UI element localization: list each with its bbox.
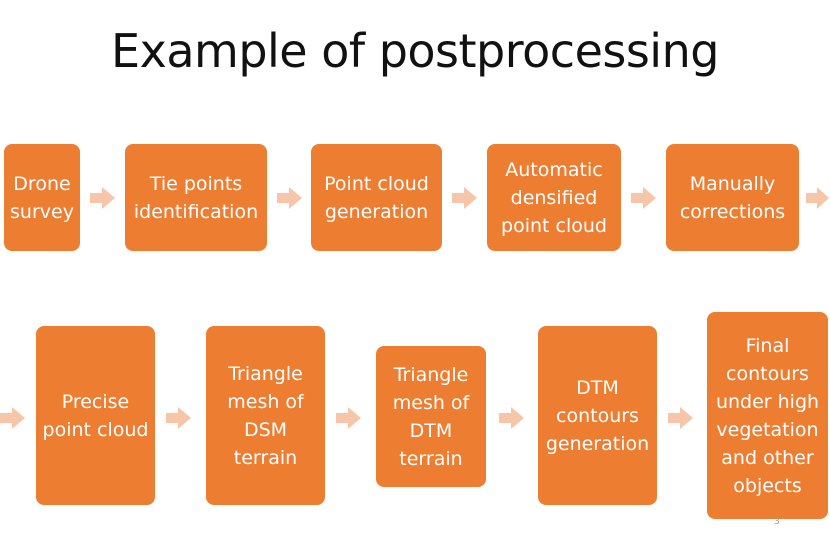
arrow-right-icon	[668, 405, 694, 431]
arrow-right-icon	[166, 405, 192, 431]
arrow-right-icon	[806, 185, 830, 211]
step-triangle-mesh-dsm: Triangle mesh of DSM terrain	[206, 326, 325, 505]
step-final-contours: Final contours under high vegetation and…	[707, 312, 828, 519]
arrow-right-icon	[90, 185, 116, 211]
arrow-right-icon	[499, 405, 525, 431]
step-dtm-contours-generation: DTM contours generation	[538, 326, 657, 505]
slide-title: Example of postprocessing	[111, 24, 719, 78]
arrow-right-icon	[631, 185, 657, 211]
step-drone-survey: Drone survey	[4, 144, 80, 251]
step-precise-point-cloud: Precise point cloud	[36, 326, 155, 505]
arrow-right-icon	[0, 405, 26, 431]
page-number: 3	[774, 517, 780, 527]
step-triangle-mesh-dtm: Triangle mesh of DTM terrain	[376, 346, 486, 487]
arrow-right-icon	[277, 185, 303, 211]
arrow-right-icon	[452, 185, 478, 211]
step-point-cloud-generation: Point cloud generation	[311, 144, 442, 251]
arrow-right-icon	[336, 405, 362, 431]
step-manually-corrections: Manually corrections	[666, 144, 799, 251]
step-tie-points-identification: Tie points identification	[125, 144, 267, 251]
step-automatic-densified-point-cloud: Automatic densified point cloud	[487, 144, 621, 251]
